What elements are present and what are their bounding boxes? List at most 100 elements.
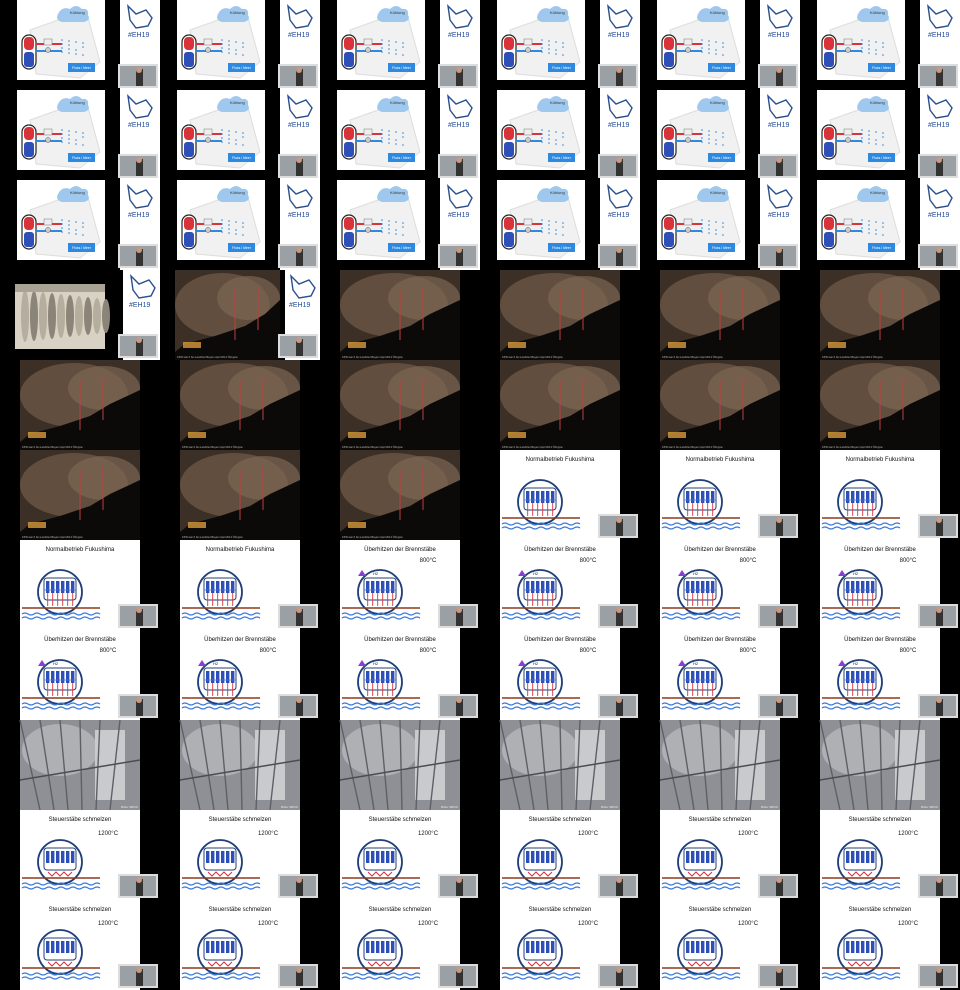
fuel-rod	[61, 671, 65, 683]
fuel-rod	[551, 671, 555, 683]
pump-icon	[685, 137, 691, 143]
fuel-rod	[711, 941, 715, 953]
plant-lights	[668, 342, 686, 348]
fluss-label-box	[228, 63, 255, 72]
slide-title: Überhitzen der Brennstäbe	[844, 636, 916, 643]
hashtag-eh19: #EH19	[129, 302, 151, 309]
hashtag-eh19: #EH19	[289, 302, 311, 309]
video-frame-night: KKW Isar II bei Landshut Bayern April 20…	[480, 270, 640, 360]
fuel-rod	[221, 851, 225, 863]
video-frame-normal: Normalbetrieb Fukushima	[640, 450, 800, 540]
pump-icon	[365, 47, 371, 53]
webcam-overlay	[918, 694, 958, 718]
webcam-overlay	[438, 694, 478, 718]
reactor-core	[843, 847, 877, 871]
fuel-rod	[206, 941, 210, 953]
fluss-label-box	[68, 243, 95, 252]
h2-label: H2	[533, 661, 539, 666]
cloud-icon	[57, 96, 89, 112]
molten-rods	[527, 871, 553, 877]
webcam-overlay	[758, 874, 798, 898]
slide-title: Steuerstäbe schmelzen	[849, 907, 912, 913]
hashtag-eh19: #EH19	[448, 122, 470, 129]
pump-icon	[45, 47, 51, 53]
temperature-label: 800°C	[740, 648, 757, 654]
fuel-rod	[871, 941, 875, 953]
presenter-figure	[776, 519, 783, 536]
reactor-core	[43, 847, 77, 871]
cloud-icon	[377, 96, 409, 112]
containment-circle	[517, 569, 563, 615]
emblem-icon	[447, 184, 473, 209]
frame-canvas: KKW Isar II bei Landshut Bayern April 20…	[320, 450, 480, 540]
webcam-overlay	[598, 694, 638, 718]
containment-circle	[517, 929, 563, 975]
smoke-cloud	[502, 724, 578, 776]
h2-arrow-icon	[678, 660, 686, 666]
h2-label: H2	[853, 661, 859, 666]
frame-canvas: KKW Isar II bei Landshut Bayern April 20…	[0, 360, 160, 450]
steel-girder	[79, 720, 83, 810]
presenter-figure	[296, 609, 303, 626]
containment-circle	[357, 929, 403, 975]
webcam-overlay	[438, 964, 478, 988]
slide-title: Überhitzen der Brennstäbe	[44, 636, 116, 643]
frame-canvas: Photo: TEPCO	[480, 720, 640, 810]
fuel-rod	[221, 941, 225, 953]
cloud-icon	[217, 6, 249, 22]
label-fluss: Fluss / Meer	[872, 156, 892, 160]
video-frame-smoke: Photo: TEPCO	[800, 720, 960, 810]
emblem-icon	[127, 4, 153, 29]
water-wave	[501, 612, 581, 616]
fuel-rod	[56, 671, 60, 683]
presenter-figure	[936, 69, 943, 86]
fuel-rod	[706, 941, 710, 953]
pump-icon	[845, 137, 851, 143]
fuel-rod	[541, 671, 545, 683]
fuel-rod	[381, 671, 385, 683]
reactor-core	[203, 667, 237, 691]
slide-title: Normalbetrieb Fukushima	[206, 547, 275, 553]
reactor-core	[203, 847, 237, 871]
webcam-overlay	[438, 244, 478, 268]
pump-icon	[685, 47, 691, 53]
emblem-icon	[127, 94, 153, 119]
webcam-overlay	[598, 514, 638, 538]
fuel-rod	[536, 671, 540, 683]
fuel-rod	[376, 941, 380, 953]
turbine-box	[523, 128, 533, 136]
steel-girder	[95, 720, 101, 810]
webcam-overlay	[118, 694, 158, 718]
water-wave	[661, 522, 741, 526]
molten-rods	[367, 961, 393, 967]
label-kuehlung: Kühlung	[870, 100, 885, 105]
presenter-figure	[616, 69, 623, 86]
fuel-rod	[51, 671, 55, 683]
reactor-core	[363, 577, 397, 601]
pump-icon	[205, 137, 211, 143]
presenter-figure	[136, 159, 143, 176]
steel-girder	[239, 720, 243, 810]
turbine-box	[203, 218, 213, 226]
fuel-rod	[701, 671, 705, 683]
fuel-rod	[866, 941, 870, 953]
fuel-rod	[701, 581, 705, 593]
presenter-figure	[936, 969, 943, 986]
molten-rods	[847, 961, 873, 967]
reactor-core	[203, 937, 237, 961]
fuel-rod	[66, 581, 70, 593]
hashtag-eh19: #EH19	[128, 212, 150, 219]
